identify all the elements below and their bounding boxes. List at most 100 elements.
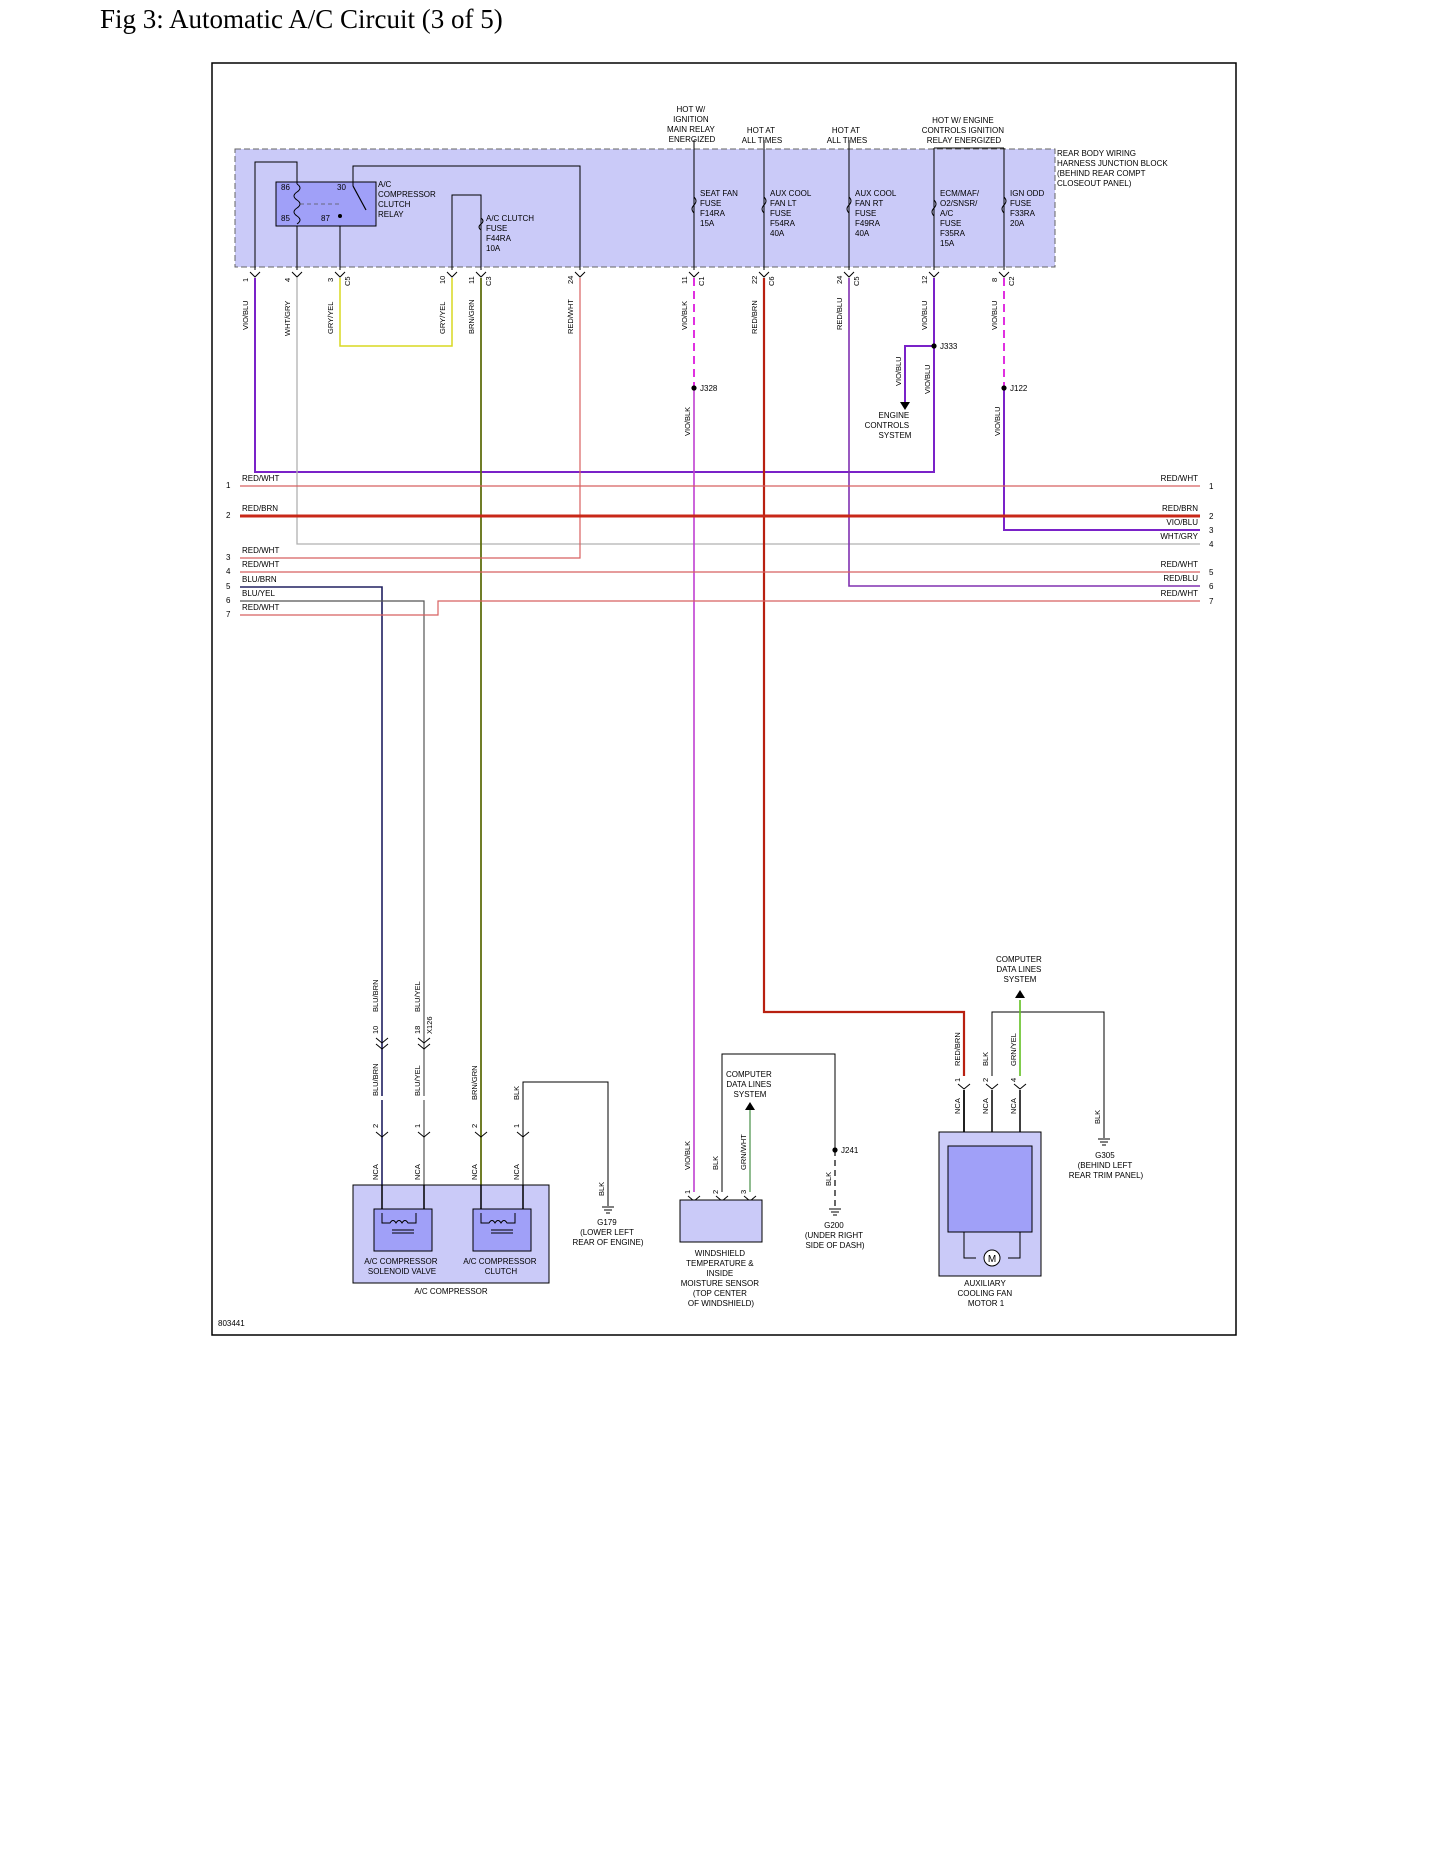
- jb-pin-3: 3 C5 GRY/YEL: [326, 271, 352, 334]
- wire-wht-gry: [296, 278, 1200, 545]
- relay-line-3: CLUTCH: [378, 200, 411, 209]
- bus-left-num-1: 1: [226, 481, 231, 490]
- fuse-ecm: ECM/MAF/ O2/SNSR/ A/C FUSE F35RA 15A: [931, 148, 981, 270]
- bus-left-label-5: BLU/BRN: [242, 575, 277, 584]
- jb-pin-num: 11: [680, 276, 689, 284]
- bus-left-num-3: 3: [226, 553, 231, 562]
- bus-left-label-1: RED/WHT: [242, 474, 279, 483]
- ground-icon: [602, 1206, 614, 1214]
- jb-pin-wire: VIO/BLK: [680, 301, 689, 330]
- wire-red-blu: [848, 278, 1200, 587]
- aux-cooling-fan-motor: COMPUTER DATA LINES SYSTEM RED/BRN BLK G…: [938, 955, 1042, 1308]
- comp-nca-4: NCA: [512, 1164, 521, 1180]
- jb-pin-conn: C1: [697, 276, 706, 286]
- bus-left-label-2: RED/BRN: [242, 504, 278, 513]
- engine-controls-label: ENGINE CONTROLS SYSTEM: [865, 411, 912, 440]
- clutch-line-2: CLUTCH: [485, 1267, 518, 1276]
- bus-right-labels: RED/WHT 1 RED/BRN 2 VIO/BLU 3 WHT/GRY 4 …: [1160, 474, 1214, 606]
- power-eng-line-2: CONTROLS IGNITION: [922, 126, 1004, 135]
- fuse-aux-cool-fan-lt: AUX COOL FAN LT FUSE F54RA 40A: [761, 140, 813, 270]
- relay-pin-86: 86: [281, 183, 290, 192]
- fuse-seat-fan-line-1: SEAT FAN: [700, 189, 738, 198]
- g179-wire: BLK: [597, 1182, 606, 1196]
- fuse-aux-rt-line-1: AUX COOL: [855, 189, 897, 198]
- ecs-line-1: ENGINE: [879, 411, 910, 420]
- fuse-aux-rt-line-3: FUSE: [855, 209, 876, 218]
- comp-pin-1: 2: [371, 1124, 380, 1128]
- comp-nca-2: NCA: [413, 1164, 422, 1180]
- windshield-sensor: COMPUTER DATA LINES SYSTEM VIO/BLK BLK G…: [679, 1070, 772, 1308]
- comp-pin-4: 1: [512, 1124, 521, 1128]
- g179-label: G179 (LOWER LEFT REAR OF ENGINE): [572, 1218, 643, 1247]
- bus-left-num-5: 5: [226, 582, 231, 591]
- fuse-aux-rt-line-5: 40A: [855, 229, 870, 238]
- fan-line-1: AUXILIARY: [964, 1279, 1006, 1288]
- jb-pin-wire: VIO/BLU: [920, 300, 929, 330]
- power-ign-line-1: HOT W/: [677, 105, 707, 114]
- jb-pin-4: 4 WHT/GRY: [283, 271, 303, 336]
- g200-line-3: SIDE OF DASH): [805, 1241, 864, 1250]
- power-eng-line-1: HOT W/ ENGINE: [932, 116, 994, 125]
- solenoid-label: A/C COMPRESSOR SOLENOID VALVE: [364, 1257, 440, 1276]
- x126-lower-wire-2: BLU/YEL: [413, 1065, 422, 1096]
- engine-controls-arrow-icon: [900, 402, 910, 410]
- jb-pin-11b: 11 C1 VIO/BLK: [680, 271, 706, 330]
- mid-wire-labels: VIO/BLU VIO/BLU VIO/BLK VIO/BLU: [683, 356, 1002, 436]
- x126-pin-2: 18: [413, 1026, 422, 1034]
- bus-right-num-2: 2: [1209, 512, 1214, 521]
- fuse-ign-odd: IGN ODD FUSE F33RA 20A: [1001, 148, 1044, 270]
- bus-left-label-3: RED/WHT: [242, 546, 279, 555]
- fuse-ecm-label: ECM/MAF/ O2/SNSR/ A/C FUSE F35RA 15A: [940, 189, 981, 248]
- jb-pin-num: 10: [438, 276, 447, 284]
- fuse-aux-lt-line-3: FUSE: [770, 209, 791, 218]
- g200-line-2: (UNDER RIGHT: [805, 1231, 863, 1240]
- g179-line-2: (LOWER LEFT: [580, 1228, 634, 1237]
- fan-wire-2: BLK: [981, 1052, 990, 1066]
- bus-line-7: [240, 600, 1200, 616]
- comp-wire-blk: BLK: [512, 1086, 521, 1100]
- power-at2-line-1: HOT AT: [832, 126, 860, 135]
- bus-left-num-6: 6: [226, 596, 231, 605]
- fan-pin-3: 4: [1009, 1078, 1018, 1082]
- jb-pin-row: 1 VIO/BLU 4 WHT/GRY 3 C5 GRY/YEL 10 GRY/…: [241, 271, 1016, 336]
- sensor-wire-2: BLK: [711, 1156, 720, 1170]
- fuse-seat-fan-line-3: F14RA: [700, 209, 726, 218]
- bus-right-num-7: 7: [1209, 597, 1214, 606]
- g305-line-3: REAR TRIM PANEL): [1069, 1171, 1144, 1180]
- label-vio-blu-c: VIO/BLU: [993, 406, 1002, 436]
- g200-wire: BLK: [824, 1172, 833, 1186]
- fuse-ac-clutch-line-3: F44RA: [486, 234, 512, 243]
- bus-right-label-7: RED/WHT: [1161, 589, 1198, 598]
- bus-right-num-6: 6: [1209, 582, 1214, 591]
- bus-right-num-4: 4: [1209, 540, 1214, 549]
- fuse-aux-lt-label: AUX COOL FAN LT FUSE F54RA 40A: [770, 189, 813, 238]
- fuse-seat-fan-line-2: FUSE: [700, 199, 721, 208]
- ground-g305: BLK G305 (BEHIND LEFT REAR TRIM PANEL): [1069, 1110, 1144, 1180]
- fuse-ign-odd-line-4: 20A: [1010, 219, 1025, 228]
- x126-upper-wire-1: BLU/BRN: [371, 979, 380, 1012]
- x126-name: X126: [425, 1016, 434, 1034]
- x126-pin-1: 10: [371, 1026, 380, 1034]
- fuse-ac-clutch-label: A/C CLUTCH FUSE F44RA 10A: [486, 214, 536, 253]
- solenoid-coil-icon: [381, 1213, 417, 1224]
- fan-nca-1: NCA: [953, 1098, 962, 1114]
- fan-cdl-line-1: COMPUTER: [996, 955, 1042, 964]
- fuse-aux-rt-line-2: FAN RT: [855, 199, 883, 208]
- wire-red-wht-24: [240, 278, 581, 559]
- sensor-line-3: INSIDE: [707, 1269, 734, 1278]
- sensor-wire-3: GRN/WHT: [739, 1134, 748, 1170]
- bus-right-label-3: VIO/BLU: [1166, 518, 1198, 527]
- jb-pin-wire: GRY/YEL: [326, 302, 335, 334]
- sensor-cdl-line-1: COMPUTER: [726, 1070, 772, 1079]
- bus-right-num-3: 3: [1209, 526, 1214, 535]
- fan-wire-1: RED/BRN: [953, 1032, 962, 1066]
- sensor-line-5: (TOP CENTER: [693, 1289, 747, 1298]
- jb-pin-conn: C2: [1007, 276, 1016, 286]
- fan-cdl-arrow-icon: [1015, 990, 1025, 998]
- jb-pin-24a: 24 RED/WHT: [566, 271, 586, 334]
- wire-blk-fan: [991, 1011, 1105, 1138]
- comp-nca-3: NCA: [470, 1164, 479, 1180]
- bus-right-label-4: WHT/GRY: [1160, 532, 1198, 541]
- g305-wire: BLK: [1093, 1110, 1102, 1124]
- fan-cdl-line-2: DATA LINES: [996, 965, 1041, 974]
